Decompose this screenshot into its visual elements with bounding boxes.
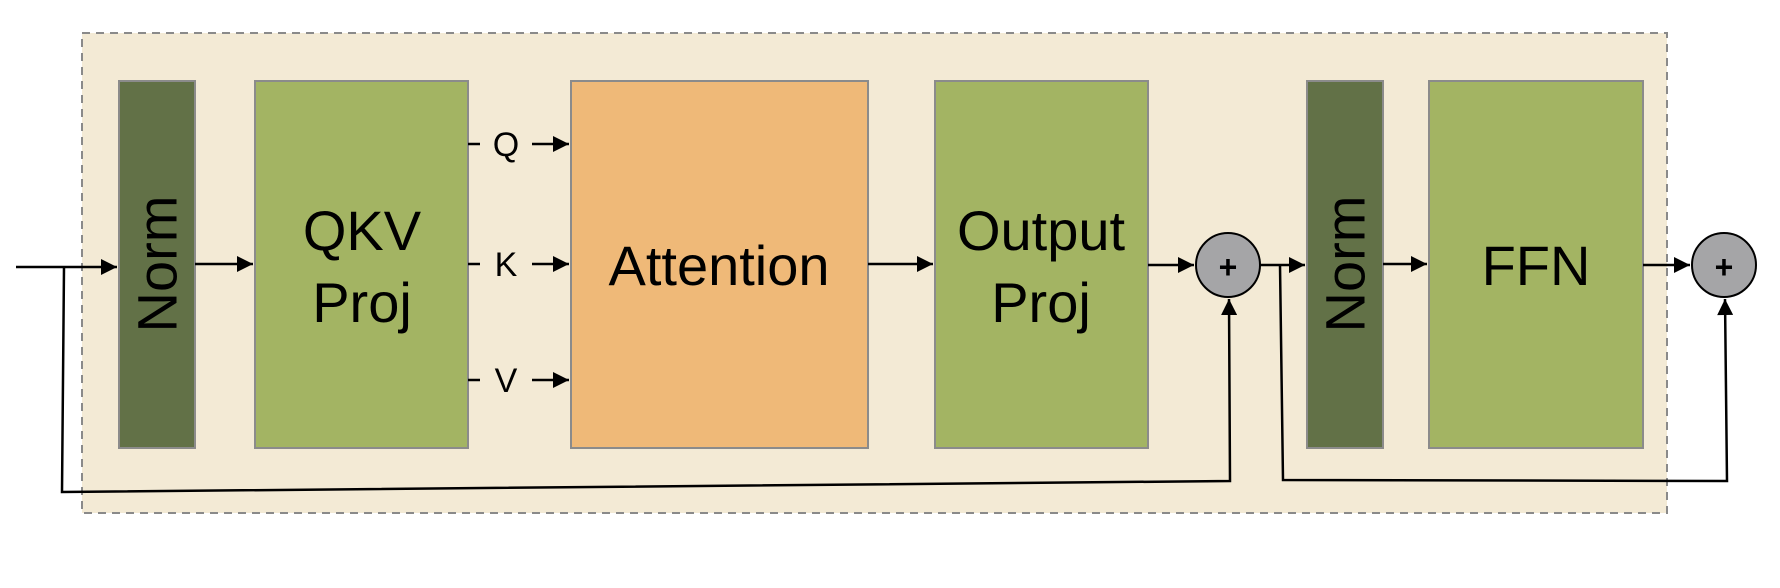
ffn-label: FFN: [1482, 234, 1591, 297]
residual-add-2-symbol: +: [1715, 249, 1734, 285]
qkv-proj-label-line1: QKV: [303, 199, 422, 262]
attention-block: [570, 80, 869, 449]
attention-label: Attention: [608, 234, 829, 297]
residual-add-1-symbol: +: [1219, 249, 1238, 285]
norm-1-label: Norm: [126, 196, 189, 333]
ffn-block: [1428, 80, 1644, 449]
residual-path-1: [60, 266, 1238, 494]
qkv-proj-label-line2: Proj: [312, 271, 412, 334]
q-label: Q: [493, 126, 519, 164]
residual-path-2: [1278, 264, 1734, 483]
residual-add-2: [1691, 232, 1757, 298]
output-proj-block: [934, 80, 1149, 449]
k-label: K: [495, 246, 518, 284]
norm-block-1: [118, 80, 196, 449]
qkv-proj-block: [254, 80, 469, 449]
output-proj-label-line1: Output: [957, 199, 1126, 262]
norm-block-2: [1306, 80, 1384, 449]
v-label: V: [495, 362, 518, 400]
output-proj-label-line2: Proj: [991, 271, 1091, 334]
norm-2-label: Norm: [1314, 196, 1377, 333]
